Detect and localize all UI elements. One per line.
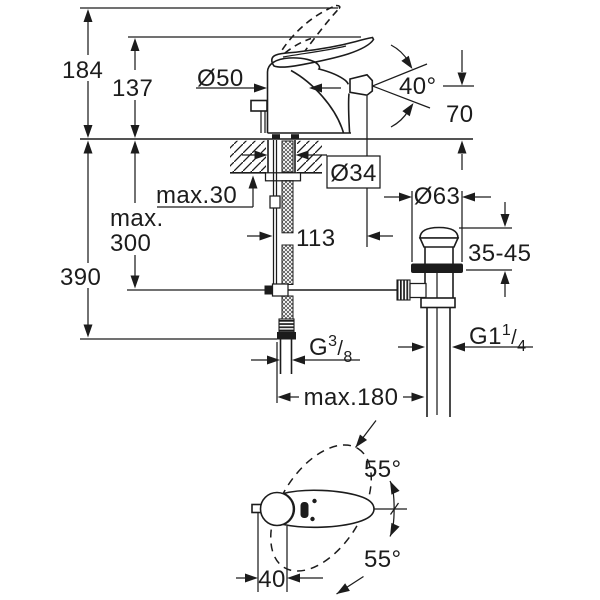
dim-label-g38: G3/8	[309, 333, 353, 366]
dim-label-angle55-top: 55°	[364, 456, 402, 483]
dim-label-angle55-bottom: 55°	[364, 546, 402, 573]
dim-label-dia63: Ø63	[414, 183, 461, 210]
dim-label-390: 390	[60, 264, 101, 291]
handle-swing-envelope	[269, 444, 373, 572]
dim-label-max30: max.30	[156, 182, 237, 209]
dim-label-70: 70	[446, 101, 474, 128]
dim-137: 137	[112, 38, 153, 138]
dim-angle-40: 40°	[372, 44, 474, 128]
dim-dia-34: Ø34	[242, 150, 381, 189]
dim-390: 390	[60, 140, 101, 338]
front-elevation-view: 184 137 390 max. 300	[60, 4, 533, 417]
handle-lever-top	[280, 489, 375, 529]
cartridge-dome	[266, 57, 350, 85]
lever-raised-dashed	[275, 4, 337, 61]
mounting-nut	[264, 172, 302, 182]
lever-handle-side	[271, 36, 375, 68]
dim-max-30: max.30	[156, 175, 258, 209]
dim-label-dia34: Ø34	[330, 160, 377, 187]
rod-coupling-knurl	[396, 279, 411, 301]
pop-up-rod	[127, 283, 397, 297]
waste-flange-seal	[411, 263, 463, 273]
handle-top-view: 55° 55° 40	[236, 420, 407, 598]
dim-max-180: max.180	[276, 342, 425, 411]
dim-dia-63: Ø63	[384, 183, 491, 262]
handle-logo-marker	[300, 502, 309, 518]
dim-label-dia50: Ø50	[197, 65, 244, 92]
dim-g38: G3/8	[251, 333, 360, 366]
dim-label-35-45: 35-45	[468, 240, 531, 267]
pop-up-waste-valve	[396, 226, 463, 417]
rod-clamp	[271, 283, 289, 297]
spout-aerator-outlet	[349, 73, 374, 97]
dim-max-300: max. 300	[110, 140, 164, 289]
dim-label-g114: G11/4	[469, 322, 526, 355]
shank-and-hose-assembly	[264, 140, 302, 374]
waste-push-button	[419, 226, 459, 239]
dim-label-40: 40	[258, 566, 286, 593]
dim-label-184: 184	[62, 57, 103, 84]
dim-label-max300-1: max.	[110, 205, 164, 232]
dim-g114: G11/4	[398, 322, 533, 355]
dim-label-max180: max.180	[304, 384, 399, 411]
dim-label-113: 113	[296, 225, 335, 252]
dim-label-137: 137	[112, 75, 153, 102]
dim-40: 40	[236, 512, 323, 593]
counter-deck-section	[230, 140, 322, 174]
dim-113: 113	[247, 225, 393, 252]
dim-35-45: 35-45	[459, 202, 531, 297]
dim-label-angle40: 40°	[399, 73, 437, 100]
dim-184: 184	[62, 9, 103, 138]
hose-connector-knurl	[278, 318, 295, 333]
dim-label-max300-2: 300	[110, 230, 151, 257]
pull-rod-knob	[250, 99, 268, 112]
dim-70: 70	[446, 50, 474, 170]
faucet-body-outline	[250, 4, 375, 139]
handle-pivot-knob	[259, 491, 295, 527]
flex-hose	[281, 140, 294, 173]
dim-dia-50: Ø50	[196, 65, 341, 93]
